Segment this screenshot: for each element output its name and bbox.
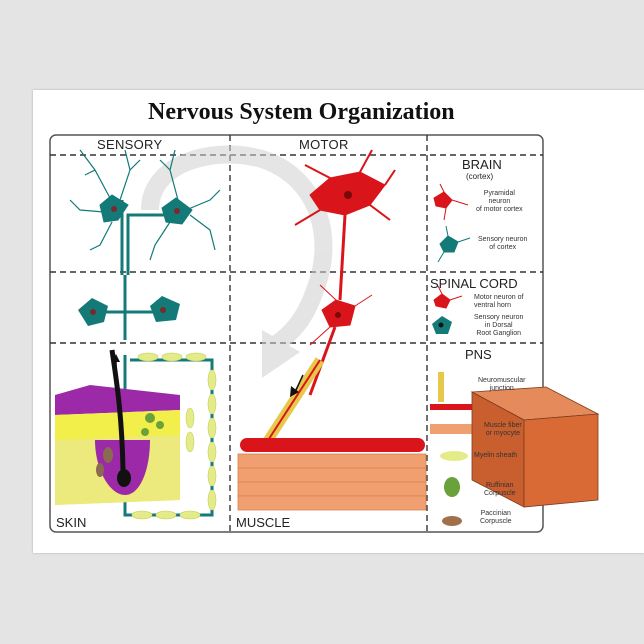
motor-cortex-neuron: [294, 149, 396, 396]
legend-myelin: Myelin sheath: [474, 452, 518, 459]
cycle-arrow: [141, 145, 333, 378]
label-skin: SKIN: [56, 515, 87, 530]
column-header-motor: MOTOR: [299, 137, 349, 152]
legend-ruffinian: Ruffinian Corpuscle: [484, 482, 516, 497]
diagram-frame: [49, 134, 544, 533]
label-brain: BRAIN: [462, 157, 502, 172]
page-title: Nervous System Organization: [148, 99, 455, 125]
column-header-sensory: SENSORY: [97, 137, 163, 152]
muscle-fibers: [237, 453, 427, 511]
grid-lines: [50, 135, 543, 532]
label-muscle: MUSCLE: [236, 515, 291, 530]
legend-nmj: Neuromuscular junction: [478, 377, 526, 392]
legend-sensory-cortex: Sensory neuron of cortex: [478, 236, 528, 251]
label-pns: PNS: [465, 347, 492, 362]
spinal-sensory-neurons: [78, 296, 180, 326]
legend-icons: [430, 183, 474, 526]
motor-axon: [260, 357, 325, 448]
legend-muscle-fiber: Muscle fiber or myocyte: [484, 422, 522, 437]
legend-sensory-drg: Sensory neuron in Dorsal Root Ganglion: [474, 314, 524, 337]
legend-pyramidal: Pyramidal neuron of motor cortex: [476, 190, 523, 213]
orange-box: [470, 386, 600, 508]
myelin-sheaths: [131, 352, 217, 520]
sensory-cortex-neurons: [69, 149, 221, 275]
legend-paccinian: Paccinian Corpuscle: [480, 510, 512, 525]
legend-motor-ventral: Motor neuron of ventral horn: [474, 294, 524, 309]
label-spinal-cord: SPINAL CORD: [430, 276, 518, 291]
label-brain-sub: (cortex): [466, 172, 494, 181]
neuromuscular-junction: [240, 438, 425, 452]
skin-illustration: [55, 349, 180, 505]
